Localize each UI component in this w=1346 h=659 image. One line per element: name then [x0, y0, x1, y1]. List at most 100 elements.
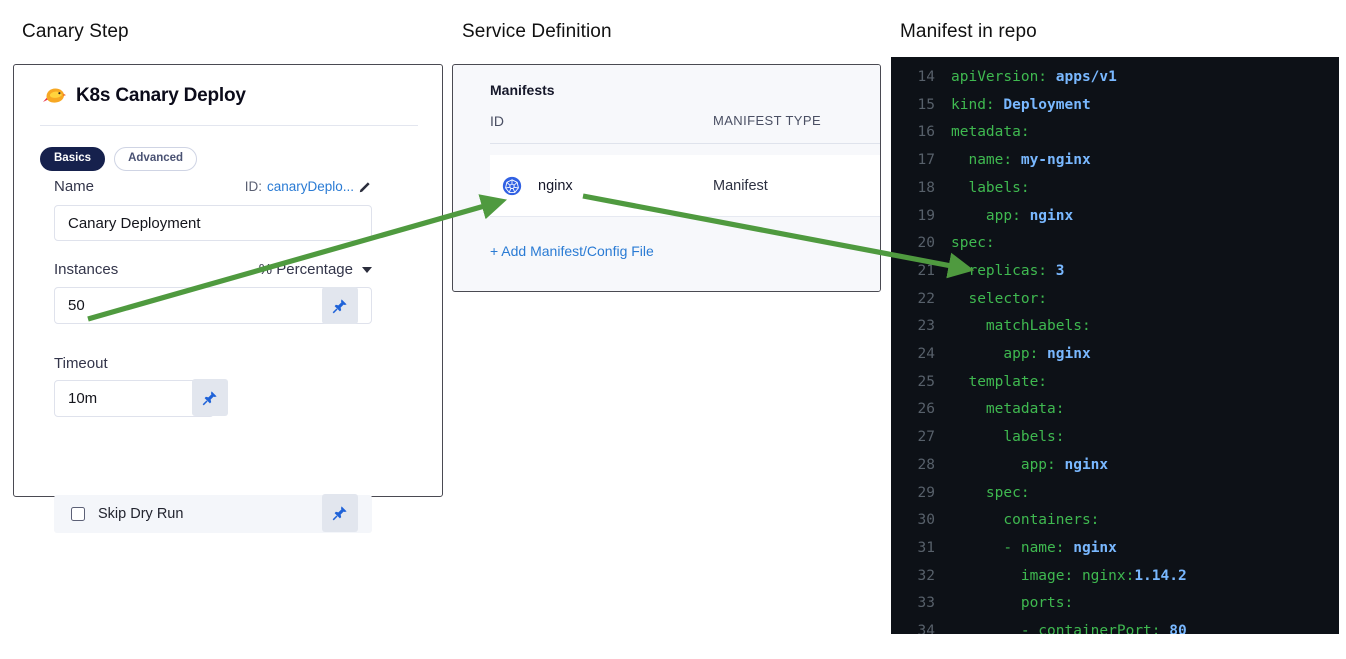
- table-row[interactable]: nginx Manifest: [490, 155, 880, 216]
- line-content: app: nginx: [951, 456, 1109, 473]
- code-line: 19 app: nginx: [891, 203, 1339, 231]
- step-id-prefix: ID:: [244, 179, 262, 194]
- line-number: 15: [917, 96, 935, 113]
- line-content: labels:: [951, 429, 1065, 446]
- canary-step-card: K8s Canary Deploy Basics Advanced Name I…: [13, 64, 443, 533]
- line-content: labels:: [951, 179, 1030, 196]
- pin-icon: [202, 390, 217, 405]
- canary-bird-icon: [43, 88, 66, 103]
- column-header-manifest-type: MANIFEST TYPE: [713, 113, 822, 128]
- code-line: 22 selector:: [891, 286, 1339, 314]
- code-line: 18 labels:: [891, 175, 1339, 203]
- code-line: 15 kind: Deployment: [891, 92, 1339, 120]
- instances-label: Instances: [54, 261, 119, 278]
- table-header-divider: [490, 143, 880, 144]
- line-content: metadata:: [951, 401, 1065, 418]
- line-content: spec:: [951, 484, 1030, 501]
- line-content: metadata:: [951, 124, 1030, 141]
- line-number: 21: [917, 262, 935, 279]
- table-row-divider: [490, 216, 880, 217]
- step-id-display[interactable]: ID: canaryDeplo...: [245, 179, 372, 194]
- line-number: 33: [917, 595, 935, 612]
- code-line: 17 name: my-nginx: [891, 147, 1339, 175]
- line-content: kind: Deployment: [951, 96, 1091, 113]
- step-id-value: canaryDeplo...: [266, 179, 354, 194]
- pencil-icon[interactable]: [359, 180, 372, 193]
- code-line: 14 apiVersion: apps/v1: [891, 64, 1339, 92]
- line-content: image: nginx:1.14.2: [951, 567, 1187, 584]
- line-content: - name: nginx: [951, 539, 1117, 556]
- code-line: 23 matchLabels:: [891, 313, 1339, 341]
- header-divider: [40, 125, 418, 126]
- caption-canary-step: Canary Step: [22, 21, 129, 42]
- line-number: 34: [917, 623, 935, 634]
- manifests-section-title: Manifests: [490, 82, 555, 98]
- instances-unit-label: % Percentage: [258, 261, 353, 278]
- line-number: 23: [917, 318, 935, 335]
- code-line: 32 image: nginx:1.14.2: [891, 563, 1339, 591]
- caption-service-definition: Service Definition: [462, 21, 612, 42]
- skip-dry-run-checkbox[interactable]: [71, 507, 85, 521]
- line-content: containers:: [951, 512, 1100, 529]
- line-number: 27: [917, 429, 935, 446]
- skip-dry-run-pin-button[interactable]: [322, 494, 358, 532]
- instances-pin-button-overlay[interactable]: [322, 287, 358, 324]
- line-content: replicas: 3: [951, 262, 1065, 279]
- timeout-pin-button[interactable]: [192, 379, 228, 416]
- line-content: selector:: [951, 290, 1048, 307]
- line-number: 31: [917, 539, 935, 556]
- manifest-type: Manifest: [713, 177, 768, 194]
- line-number: 26: [917, 401, 935, 418]
- line-content: matchLabels:: [951, 318, 1091, 335]
- card-title: K8s Canary Deploy: [76, 85, 246, 106]
- pin-icon: [332, 506, 347, 521]
- line-content: ports:: [951, 595, 1074, 612]
- code-line: 29 spec:: [891, 480, 1339, 508]
- code-line: 31 - name: nginx: [891, 535, 1339, 563]
- code-line: 25 template:: [891, 369, 1339, 397]
- instances-unit-select[interactable]: % Percentage: [259, 261, 372, 278]
- code-line: 28 app: nginx: [891, 452, 1339, 480]
- service-definition-card: Manifests ID MANIFEST TYPE nginx Manifes…: [452, 64, 881, 292]
- skip-dry-run-label: Skip Dry Run: [98, 506, 184, 522]
- code-line: 27 labels:: [891, 424, 1339, 452]
- manifest-id: nginx: [538, 177, 573, 194]
- line-content: apiVersion: apps/v1: [951, 69, 1117, 85]
- line-content: app: nginx: [951, 207, 1074, 224]
- line-number: 22: [917, 290, 935, 307]
- code-line: 34 - containerPort: 80: [891, 618, 1339, 634]
- code-line: 24 app: nginx: [891, 341, 1339, 369]
- line-number: 32: [917, 567, 935, 584]
- line-number: 20: [917, 235, 935, 252]
- line-number: 24: [917, 346, 935, 363]
- timeout-label: Timeout: [54, 355, 108, 372]
- column-header-id: ID: [490, 113, 504, 129]
- tab-basics[interactable]: Basics: [40, 147, 106, 171]
- line-content: name: my-nginx: [951, 152, 1091, 169]
- skip-dry-run-row[interactable]: Skip Dry Run: [54, 495, 372, 533]
- name-field-header: Name ID: canaryDeplo...: [54, 178, 372, 195]
- kubernetes-icon: [502, 176, 522, 195]
- add-manifest-link[interactable]: + Add Manifest/Config File: [490, 243, 654, 259]
- name-label: Name: [54, 178, 95, 195]
- timeout-input[interactable]: 10m: [54, 380, 214, 417]
- timeout-field-header: Timeout: [54, 355, 372, 372]
- pin-icon: [332, 298, 347, 313]
- chevron-down-icon: [362, 266, 372, 273]
- line-content: app: nginx: [951, 346, 1091, 363]
- name-input[interactable]: Canary Deployment: [54, 205, 372, 241]
- line-content: - containerPort: 80: [951, 623, 1187, 634]
- line-number: 16: [917, 124, 935, 141]
- line-number: 29: [917, 484, 935, 501]
- instances-field-header: Instances % Percentage: [54, 261, 372, 278]
- tab-advanced[interactable]: Advanced: [114, 147, 198, 171]
- code-line: 26 metadata:: [891, 396, 1339, 424]
- code-line: 33 ports:: [891, 590, 1339, 618]
- line-number: 14: [917, 69, 935, 85]
- tab-group: Basics Advanced: [40, 147, 198, 171]
- line-number: 28: [917, 456, 935, 473]
